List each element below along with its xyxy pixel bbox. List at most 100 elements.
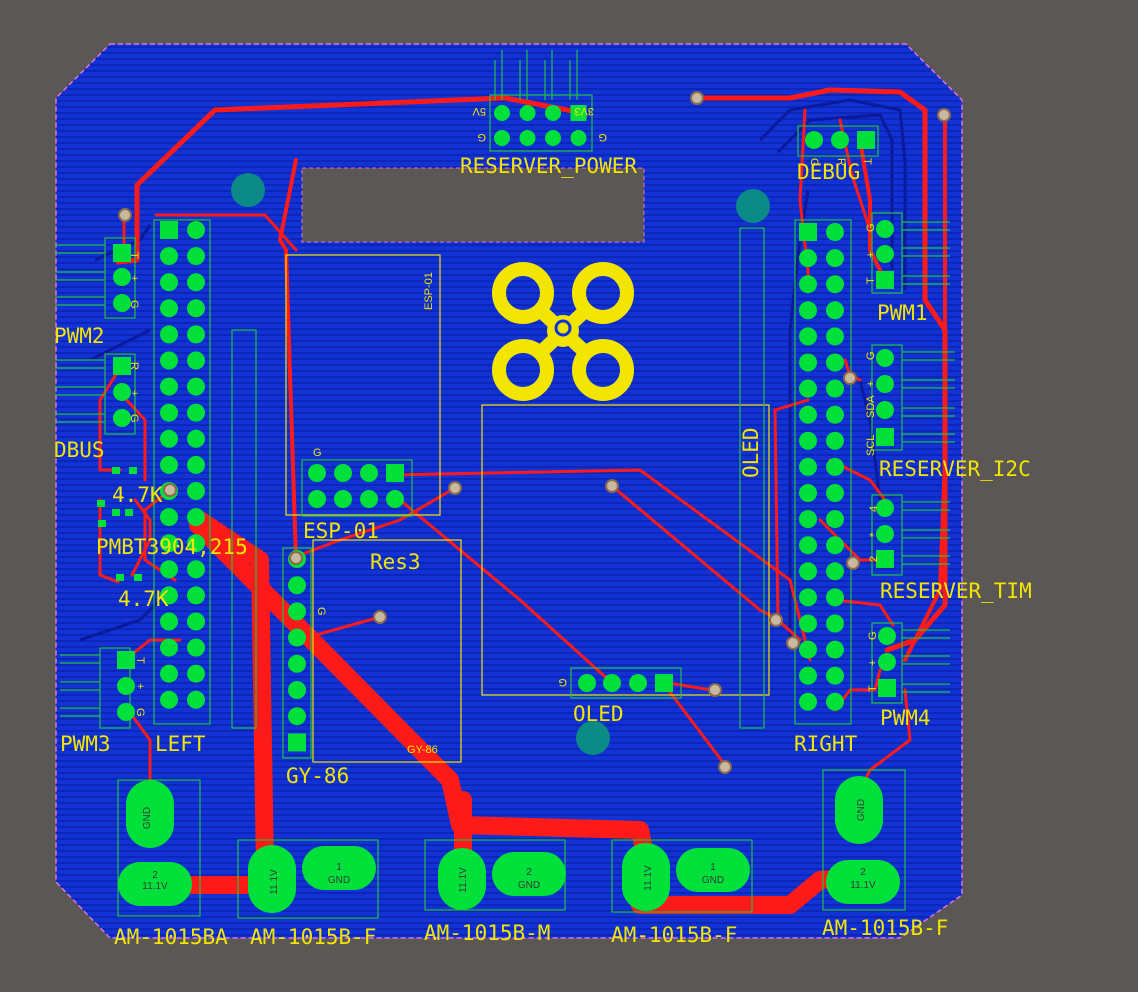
svg-text:1: 1 — [336, 862, 342, 873]
module-outlines — [99, 94, 906, 919]
label-oled: OLED — [573, 702, 624, 726]
mounting-hole-icon — [736, 189, 770, 223]
pad — [831, 131, 849, 149]
pad — [876, 245, 894, 263]
pad — [160, 429, 178, 448]
label-pwm2: PWM2 — [54, 324, 105, 348]
svg-text:G: G — [867, 631, 879, 640]
svg-text:+: + — [867, 660, 879, 666]
pad — [876, 220, 894, 238]
pad — [113, 409, 131, 427]
pad — [799, 223, 817, 241]
pad — [799, 692, 817, 711]
pad — [334, 464, 352, 482]
via — [448, 481, 462, 495]
svg-text:5V: 5V — [472, 105, 486, 117]
svg-text:G: G — [313, 447, 322, 459]
svg-text:GND: GND — [142, 807, 153, 829]
pad — [160, 403, 178, 422]
pad — [799, 536, 817, 555]
pad — [878, 627, 896, 645]
svg-text:SCL: SCL — [865, 435, 877, 456]
pad — [117, 677, 135, 695]
svg-text:G: G — [808, 158, 820, 167]
pad — [826, 588, 844, 607]
pad — [799, 353, 817, 372]
pad — [826, 484, 844, 502]
label-right: RIGHT — [794, 732, 858, 756]
via — [786, 636, 800, 650]
pad — [187, 508, 205, 527]
pad — [160, 638, 178, 657]
pad — [826, 275, 844, 294]
label-oled-module: OLED — [739, 427, 763, 478]
pad — [187, 299, 205, 318]
svg-text:GND: GND — [518, 880, 540, 891]
pad — [805, 131, 823, 149]
mounting-hole-icon — [576, 721, 610, 755]
svg-text:2: 2 — [152, 870, 158, 881]
label-pwm1: PWM1 — [877, 301, 928, 325]
pad — [826, 457, 844, 476]
pad — [799, 431, 817, 450]
pad — [826, 666, 844, 685]
pad — [288, 681, 306, 699]
svg-text:+: + — [865, 252, 877, 258]
pad — [187, 560, 205, 579]
label-resistor-top: 4.7K — [112, 483, 163, 507]
svg-text:11.1V: 11.1V — [142, 881, 168, 892]
svg-text:2: 2 — [526, 867, 532, 878]
pad — [570, 105, 587, 121]
label-res3: Res3 — [370, 550, 421, 574]
svg-text:GND: GND — [328, 875, 350, 886]
pad — [334, 490, 352, 508]
pad — [799, 614, 817, 633]
label-gy86-module: GY-86 — [407, 744, 438, 756]
pad — [826, 562, 844, 581]
pad — [799, 484, 817, 502]
smd-parts — [97, 467, 142, 581]
power-pad-labels: GND 1 11.1V 2 11.1V GND 1 11.1V GND 2 11… — [142, 799, 876, 895]
pad — [187, 612, 205, 631]
svg-text:+: + — [134, 683, 146, 689]
pad — [160, 221, 178, 239]
label-am-5: AM-1015B-F — [822, 916, 948, 940]
pad — [117, 651, 135, 669]
svg-text:+: + — [128, 275, 140, 281]
svg-text:G: G — [128, 300, 140, 309]
via — [690, 91, 704, 105]
pad — [288, 602, 306, 621]
pad — [187, 429, 205, 448]
pad — [519, 130, 536, 146]
pad — [187, 534, 205, 553]
pad — [288, 707, 306, 726]
pad — [160, 377, 178, 396]
power-connector-pads — [118, 776, 900, 913]
pad — [494, 105, 510, 121]
pad — [603, 674, 621, 692]
label-am-3: AM-1015B-M — [424, 921, 550, 945]
pad — [113, 357, 131, 375]
label-transistor: PMBT3904,215 — [96, 535, 248, 559]
pad — [160, 560, 178, 579]
svg-text:GND: GND — [702, 875, 724, 886]
pad — [160, 299, 178, 318]
via — [769, 613, 783, 627]
pad — [826, 692, 844, 711]
svg-text:G: G — [598, 131, 607, 143]
svg-text:G: G — [558, 676, 567, 688]
pad — [876, 349, 894, 367]
pad — [386, 490, 404, 508]
vias — [118, 91, 951, 774]
svg-text:4: 4 — [868, 506, 880, 512]
pad — [826, 614, 844, 633]
pad — [519, 105, 536, 121]
pad — [826, 510, 844, 529]
pad — [113, 294, 131, 312]
svg-text:G: G — [134, 708, 146, 717]
pad — [117, 703, 135, 721]
svg-text:SDA: SDA — [865, 395, 877, 418]
pad — [113, 268, 131, 286]
svg-text:T: T — [861, 158, 873, 165]
